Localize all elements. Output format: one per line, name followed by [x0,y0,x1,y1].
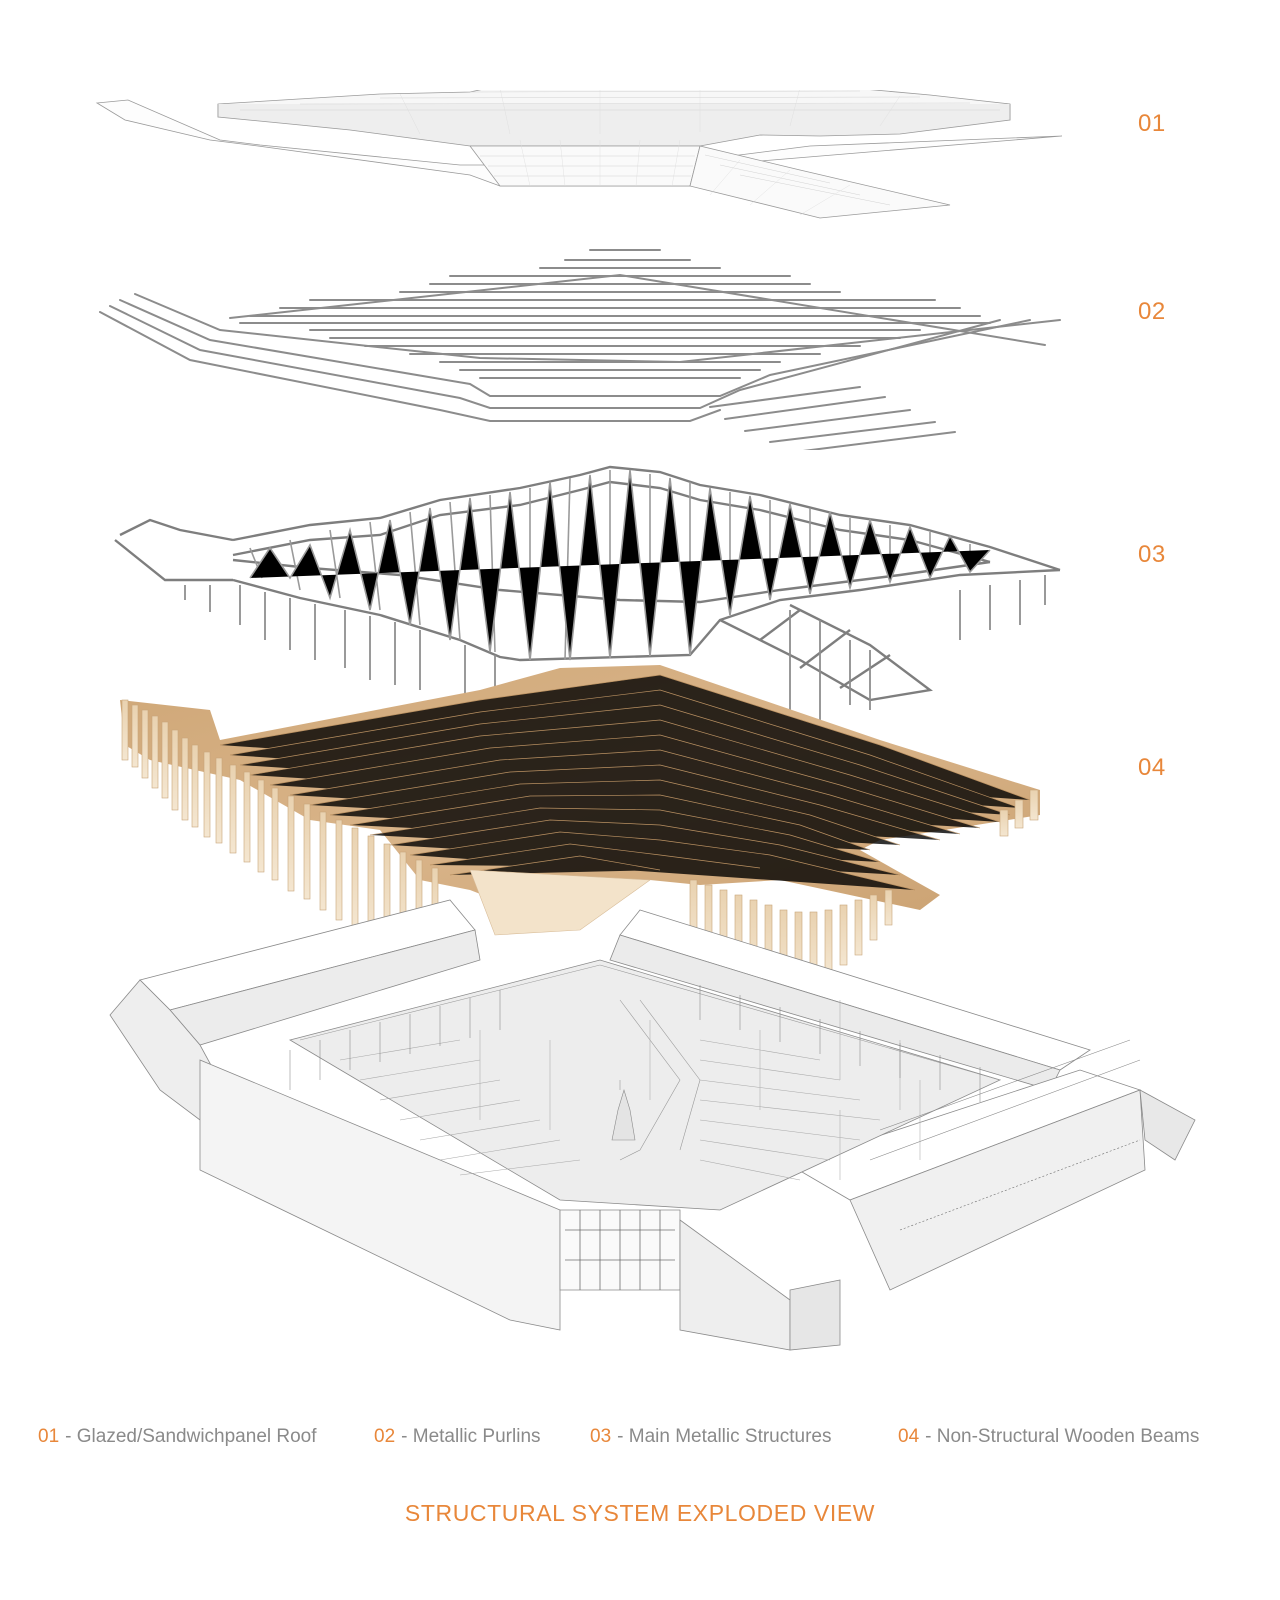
layer-04-wooden-beams [0,660,1280,990]
roof-panel-illustration [95,90,1063,219]
diagram-title: STRUCTURAL SYSTEM EXPLODED VIEW [404,1500,876,1526]
legend-item-02: 02- Metallic Purlins [374,1426,541,1448]
legend-dash: - [617,1426,629,1447]
legend-dash: - [401,1426,413,1447]
layer-number-03: 03 [1138,541,1166,568]
legend-number: 03 [590,1426,612,1447]
building-axonometric-illustration [109,899,1196,1351]
legend-dash: - [65,1426,77,1447]
legend-label: Metallic Purlins [412,1426,541,1447]
legend-item-04: 04- Non-Structural Wooden Beams [898,1426,1199,1448]
legend-number: 02 [374,1426,396,1447]
building-base [0,890,1280,1370]
layer-number-02: 02 [1138,298,1166,325]
legend-label: Glazed/Sandwichpanel Roof [76,1426,317,1447]
legend-label: Non-Structural Wooden Beams [936,1426,1200,1447]
truss-illustration [114,465,1061,720]
legend-number: 01 [38,1426,60,1447]
layer-number-04: 04 [1138,754,1166,781]
legend-item-01: 01- Glazed/Sandwichpanel Roof [38,1426,317,1448]
wooden-beams-illustration [120,665,1040,990]
legend: 01- Glazed/Sandwichpanel Roof 02- Metall… [0,1426,1280,1456]
purlins-illustration [99,249,1061,450]
legend-dash: - [925,1426,937,1447]
layer-01-roof [0,90,1280,240]
layer-02-purlins [0,240,1280,450]
legend-number: 04 [898,1426,920,1447]
legend-item-03: 03- Main Metallic Structures [590,1426,831,1448]
layer-03-metallic-structure [0,460,1280,720]
legend-label: Main Metallic Structures [628,1426,832,1447]
layer-number-01: 01 [1138,110,1166,137]
